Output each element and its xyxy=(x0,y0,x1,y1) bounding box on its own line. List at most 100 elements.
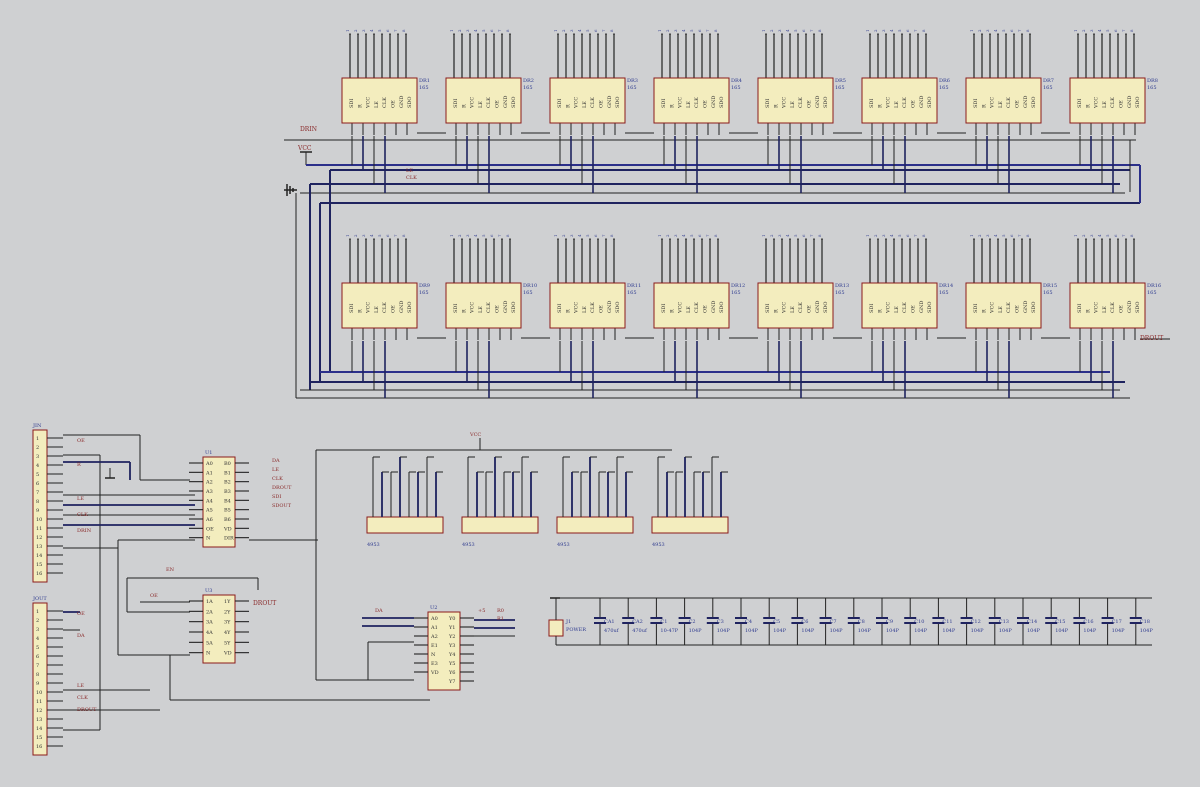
ic-body xyxy=(202,594,236,664)
driver-pin-label: LE xyxy=(998,101,1004,108)
chip-designator: DR10 xyxy=(523,283,537,289)
row-driver-vcc-label: VCC xyxy=(469,432,481,438)
output-pin-number: 5 xyxy=(897,29,902,32)
output-pin-number: 7 xyxy=(497,29,502,32)
output-pin-number: 5 xyxy=(1001,234,1006,237)
driver-pin-label: GND xyxy=(607,301,613,313)
row-driver-label: 4953 xyxy=(462,542,475,548)
ic-pin-label: B4 xyxy=(224,498,231,504)
driver-pin-label: OE xyxy=(1015,100,1021,108)
ic-pin-label: Y6 xyxy=(448,670,455,676)
capacitor-value: 10-47P xyxy=(660,628,678,634)
output-pin-number: 7 xyxy=(1121,29,1126,32)
driver-chip-body xyxy=(445,282,522,329)
output-pin-number: 1 xyxy=(865,29,870,32)
gate-net-label: DROUT xyxy=(253,600,276,607)
buffer-output-net: DA xyxy=(272,458,280,464)
driver-pin-label: SDI xyxy=(765,304,771,313)
connector-pin-number: 13 xyxy=(36,544,42,550)
driver-pin-label: SDO xyxy=(823,96,829,108)
connector-pin-number: 5 xyxy=(36,472,39,478)
output-pin-number: 5 xyxy=(1001,29,1006,32)
ic-designator: U3 xyxy=(205,588,212,594)
ic-pin-label: 2A xyxy=(206,609,213,615)
driver-pin-label: OE xyxy=(703,100,709,108)
chip-part: 165 xyxy=(523,85,533,91)
driver-chip-body xyxy=(653,77,730,124)
capacitor-value: 104P xyxy=(745,628,759,634)
driver-pin-label: VCC xyxy=(1094,302,1100,314)
output-pin-number: 6 xyxy=(697,29,702,32)
output-pin-number: 7 xyxy=(913,234,918,237)
output-pin-number: 4 xyxy=(681,234,686,237)
connector-pin-number: 2 xyxy=(36,445,39,451)
connector-pin-number: 4 xyxy=(36,463,39,469)
driver-chip-body xyxy=(861,282,938,329)
output-pin-number: 6 xyxy=(385,29,390,32)
capacitor-value: 104P xyxy=(1112,628,1126,634)
connector-pin-number: 10 xyxy=(36,690,42,696)
ic-pin-label: N xyxy=(431,652,436,658)
output-pin-number: 4 xyxy=(785,29,790,32)
connector-pin-number: 3 xyxy=(36,454,39,460)
ic-pin-label: N xyxy=(206,536,211,542)
driver-pin-label: LE xyxy=(582,101,588,108)
ic-pin-label: B3 xyxy=(224,489,231,495)
connector-pin-number: 15 xyxy=(36,735,42,741)
ic-pin-label: 2Y xyxy=(224,609,231,615)
ic-pin-label: E3 xyxy=(431,661,438,667)
output-pin-number: 2 xyxy=(665,234,670,237)
output-pin-number: 4 xyxy=(785,234,790,237)
driver-pin-label: LE xyxy=(1102,306,1108,313)
driver-pin-label: LE xyxy=(686,306,692,313)
capacitor-value: 104P xyxy=(773,628,787,634)
ic-pin-label: A3 xyxy=(205,489,213,495)
driver-pin-label: SDO xyxy=(927,96,933,108)
connector-net-label: LE xyxy=(77,683,84,689)
driver-pin-label: R xyxy=(357,104,363,108)
driver-pin-label: R xyxy=(1085,104,1091,108)
driver-pin-label: SDI xyxy=(1077,304,1083,313)
capacitor-designator: CA2 xyxy=(632,619,643,625)
connector-designator: JOUT xyxy=(32,596,47,602)
output-pin-number: 3 xyxy=(777,29,782,32)
output-pin-number: 6 xyxy=(1113,29,1118,32)
driver-pin-label: OE xyxy=(599,305,605,313)
output-pin-number: 3 xyxy=(361,29,366,32)
driver-chip-body xyxy=(1069,77,1146,124)
output-pin-number: 2 xyxy=(1081,234,1086,237)
driver-pin-label: SDO xyxy=(1135,96,1141,108)
decoder-net-label: DA xyxy=(375,608,383,614)
driver-pin-label: R xyxy=(357,309,363,313)
power-section: J1POWERCA1470ufCA2470ufC110-47PC2104PC31… xyxy=(548,597,1153,646)
connector-pin-number: 2 xyxy=(36,618,39,624)
decoder-net-label: +5 xyxy=(478,608,485,614)
chip-designator: DR3 xyxy=(627,78,638,84)
capacitor-designator: C10 xyxy=(914,619,924,625)
output-pin-number: 4 xyxy=(1097,234,1102,237)
capacitor-designator: C1 xyxy=(660,619,667,625)
chip-part: 165 xyxy=(939,290,949,296)
driver-chip-body xyxy=(653,282,730,329)
connector-pin-number: 13 xyxy=(36,717,42,723)
output-pin-number: 7 xyxy=(601,234,606,237)
driver-chip-body xyxy=(757,77,834,124)
output-pin-number: 8 xyxy=(1129,234,1134,237)
output-pin-number: 1 xyxy=(1073,29,1078,32)
output-pin-number: 4 xyxy=(369,29,374,32)
output-pin-number: 7 xyxy=(913,29,918,32)
ic-pin-label: 1A xyxy=(206,599,213,605)
ic-pin-label: A0 xyxy=(205,461,213,467)
output-pin-number: 3 xyxy=(985,234,990,237)
ic-pin-label: B2 xyxy=(224,480,231,486)
wire-layer xyxy=(63,136,1170,731)
le-label: LE xyxy=(406,168,413,174)
